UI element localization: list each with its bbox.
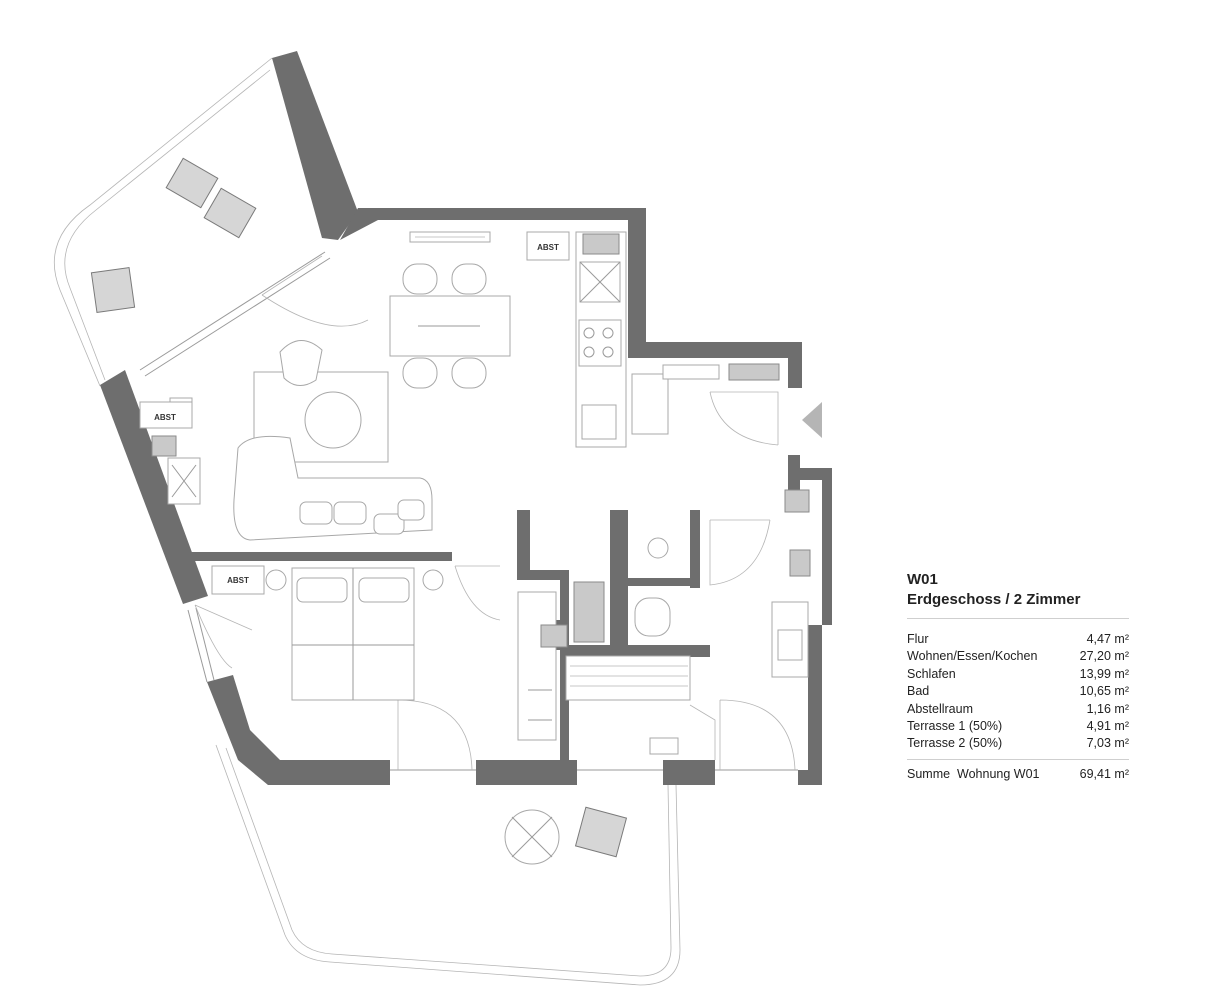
dining-chair xyxy=(451,357,487,389)
room-name: Terrasse 2 (50%) xyxy=(907,736,1003,751)
unit-subtitle: Erdgeschoss / 2 Zimmer xyxy=(907,591,1081,608)
storage-room xyxy=(573,581,605,643)
wall-north-west xyxy=(272,51,358,240)
door-wc xyxy=(709,519,771,586)
room-name: Abstellraum xyxy=(907,701,973,716)
room-area: 13,99 m² xyxy=(1079,666,1129,681)
wall-kitchen-east xyxy=(628,230,790,358)
terrace-chair xyxy=(90,266,136,314)
room-row: Terrasse 2 (50%) 7,03 m² xyxy=(907,735,1129,752)
room-area: 1,16 m² xyxy=(1086,701,1129,716)
room-area: 4,47 m² xyxy=(1086,632,1129,646)
wall-wc-block xyxy=(610,510,690,645)
terrace-chair xyxy=(203,187,257,239)
wall-east-lower xyxy=(798,625,822,785)
wall-living-bedroom xyxy=(190,552,452,561)
room-row: Bad 10,65 m² xyxy=(907,683,1129,700)
coffee-table xyxy=(304,391,362,449)
door-entry xyxy=(709,391,779,446)
kitchen-storage-label: ABST xyxy=(537,243,559,252)
dining-chair xyxy=(402,357,438,389)
living-storage-label: ABST xyxy=(154,413,176,422)
door-bath xyxy=(719,699,796,771)
nightstand-lamp xyxy=(422,569,444,591)
wall-bath-left xyxy=(560,655,569,760)
room-name: Bad xyxy=(907,684,930,699)
wall-east xyxy=(788,455,832,625)
door-terrace-1 xyxy=(261,255,369,327)
room-list: Flur 4,47 m² Wohnen/Essen/Kochen 27,20 m… xyxy=(907,631,1129,753)
wall-bath-top xyxy=(560,645,710,657)
total-label: Summe Wohnung W01 xyxy=(907,766,1040,781)
wall-west xyxy=(100,370,208,604)
room-name: Terrasse 1 (50%) xyxy=(907,719,1003,734)
door-corridor xyxy=(454,565,501,621)
door-bedroom xyxy=(397,699,473,771)
wardrobe xyxy=(517,591,557,741)
room-row: Wohnen/Essen/Kochen 27,20 m² xyxy=(907,648,1129,665)
terrace-2-outline xyxy=(215,744,681,986)
legend-divider xyxy=(907,618,1129,619)
terrace-chair xyxy=(574,806,628,858)
washbasin-wc xyxy=(647,537,669,559)
terrace-1-outline xyxy=(53,57,273,387)
room-area: 4,91 m² xyxy=(1086,719,1129,734)
entry-arrow-icon xyxy=(802,402,822,438)
cooktop xyxy=(578,319,622,367)
dining-chair xyxy=(402,263,438,295)
wall-south-mid xyxy=(476,760,577,785)
total-area: 69,41 m² xyxy=(1079,766,1129,781)
room-name: Wohnen/Essen/Kochen xyxy=(907,649,1038,664)
wc xyxy=(634,597,671,637)
wall-south-right xyxy=(663,760,715,785)
kitchen-sink xyxy=(581,404,617,440)
terrace-chair xyxy=(165,157,219,209)
shower xyxy=(565,655,691,701)
room-area: 7,03 m² xyxy=(1086,736,1129,751)
room-area: 10,65 m² xyxy=(1079,684,1129,699)
wall-bedroom-west xyxy=(207,675,390,785)
door-terrace-2 xyxy=(194,604,253,669)
legend-divider xyxy=(907,758,1129,760)
armchair xyxy=(279,340,323,386)
room-row: Terrasse 1 (50%) 4,91 m² xyxy=(907,718,1129,735)
area-legend: W01 Erdgeschoss / 2 Zimmer Flur 4,47 m² … xyxy=(907,570,1129,783)
wall-kitchen-north-stub xyxy=(628,220,646,232)
room-row: Schlafen 13,99 m² xyxy=(907,666,1129,683)
unit-title: W01 xyxy=(907,571,938,588)
floor-plan: ABST ABST ABST xyxy=(53,51,832,986)
total-row: Summe Wohnung W01 69,41 m² xyxy=(907,766,1129,783)
wall-entry-pillar xyxy=(788,342,802,388)
dining-chair xyxy=(451,263,487,295)
bedroom-storage-label: ABST xyxy=(227,576,249,585)
wall-north xyxy=(340,208,646,240)
room-name: Schlafen xyxy=(907,666,956,681)
nightstand-lamp xyxy=(265,569,287,591)
room-row: Flur 4,47 m² xyxy=(907,631,1129,648)
room-row: Abstellraum 1,16 m² xyxy=(907,701,1129,718)
room-area: 27,20 m² xyxy=(1079,649,1129,664)
room-name: Flur xyxy=(907,632,929,646)
